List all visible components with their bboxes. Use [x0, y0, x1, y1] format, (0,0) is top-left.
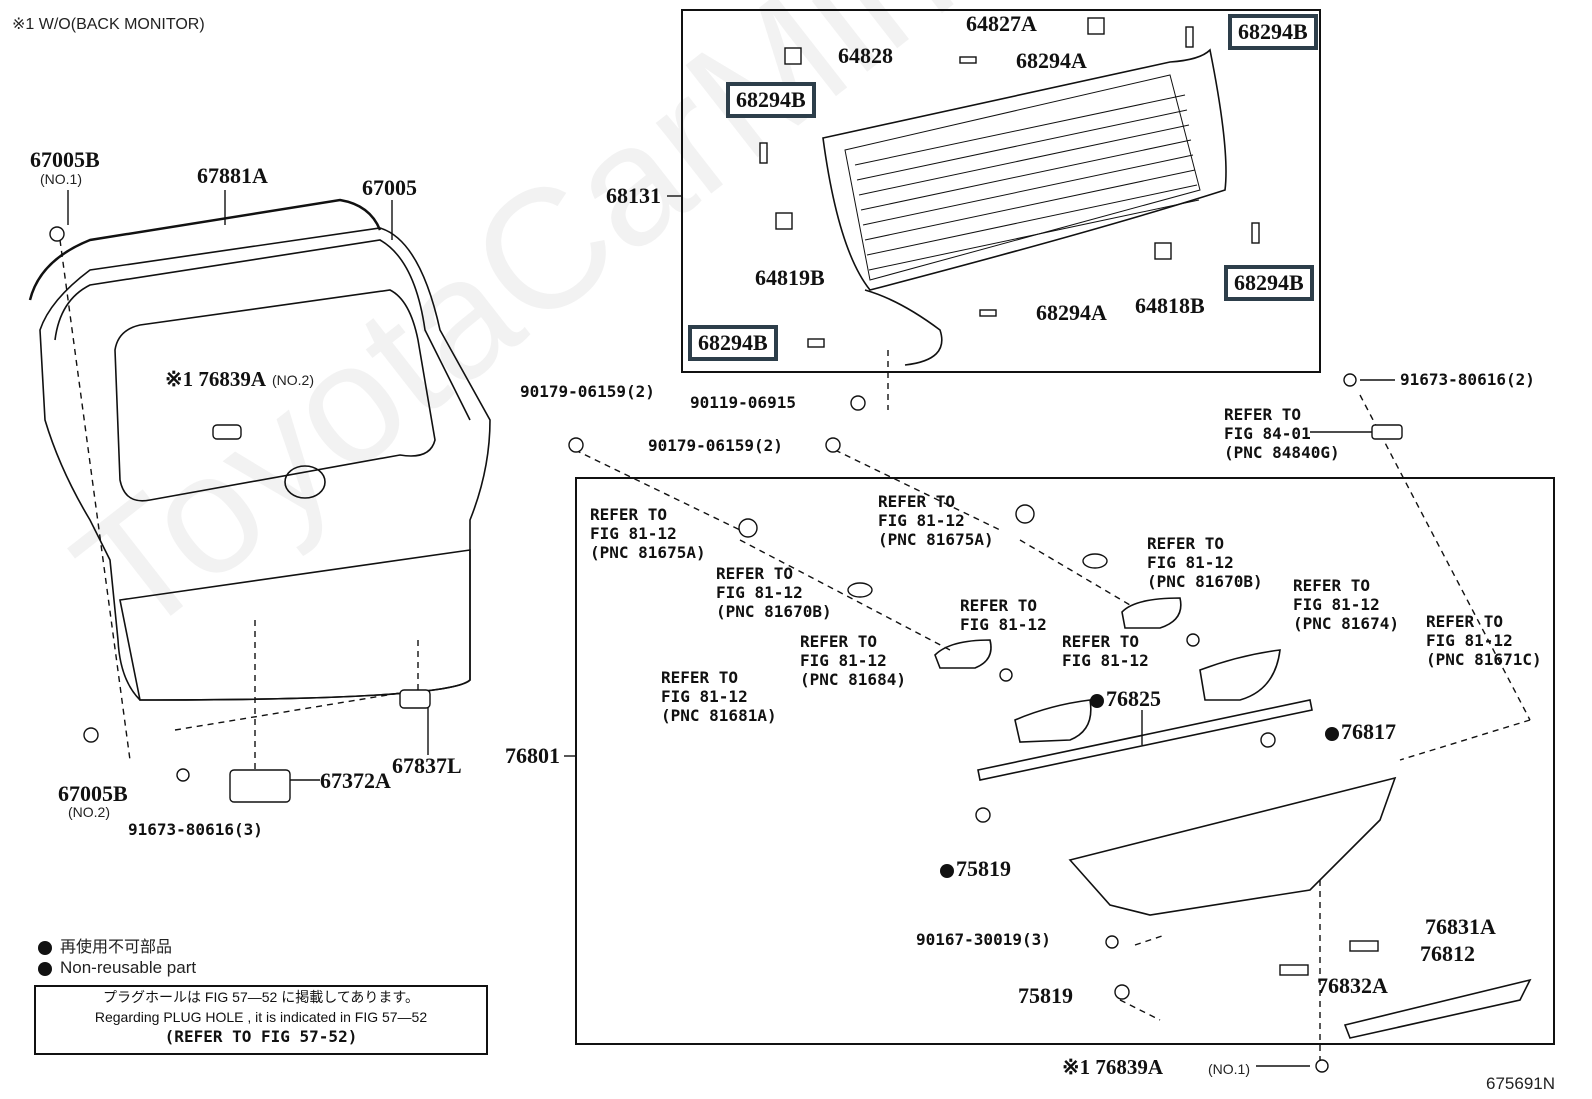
glass-group-frame [681, 9, 1321, 373]
part-label-64828[interactable]: 64828 [838, 43, 893, 68]
part-label-68131[interactable]: 68131 [606, 183, 661, 208]
part-label-75819-nonreusable[interactable]: 75819 [940, 858, 1011, 880]
part-label-76817[interactable]: 76817 [1325, 721, 1396, 743]
part-label-67005[interactable]: 67005 [362, 175, 417, 200]
plug-note-en: Regarding PLUG HOLE , it is indicated in… [94, 1009, 428, 1025]
plug-note-refer-link[interactable]: (REFER TO FIG 57-52) [164, 1027, 358, 1046]
refer-pnc-81675A-right[interactable]: REFER TO FIG 81-12 (PNC 81675A) [878, 492, 994, 549]
refer-pnc-81684[interactable]: REFER TO FIG 81-12 (PNC 81684) [800, 632, 906, 689]
molding-76812 [1343, 978, 1532, 1039]
refer-pnc-81675A-left[interactable]: REFER TO FIG 81-12 (PNC 81675A) [590, 505, 706, 562]
back-window-glass [822, 48, 1227, 291]
legend-non-reusable-jp: 再使用不可部品 [38, 933, 172, 957]
refer-pnc-81681A[interactable]: REFER TO FIG 81-12 (PNC 81681A) [661, 668, 777, 725]
part-label-75819[interactable]: 75819 [1018, 983, 1073, 1008]
refer-pnc-81670B-left[interactable]: REFER TO FIG 81-12 (PNC 81670B) [716, 564, 832, 621]
part-label-76825[interactable]: 76825 [1090, 688, 1161, 710]
part-label-76812[interactable]: 76812 [1420, 941, 1475, 966]
part-label-67837L[interactable]: 67837L [392, 753, 462, 778]
part-label-76801[interactable]: 76801 [505, 743, 560, 768]
part-label-91673-80616-2[interactable]: 91673-80616(2) [1400, 370, 1535, 389]
lamp-right [1199, 649, 1281, 701]
part-label-64827A[interactable]: 64827A [966, 11, 1037, 36]
part-sub-67005B-no1: (NO.1) [40, 171, 82, 187]
part-label-67005B-no2[interactable]: 67005B [58, 781, 128, 806]
part-label-90179-06159-b[interactable]: 90179-06159(2) [648, 436, 783, 455]
part-label-67372A[interactable]: 67372A [320, 768, 391, 793]
part-label-67881A[interactable]: 67881A [197, 163, 268, 188]
part-label-91673-80616-3[interactable]: 91673-80616(3) [128, 820, 263, 839]
non-reusable-dot-icon [940, 863, 954, 878]
refer-pnc-81670B-right[interactable]: REFER TO FIG 81-12 (PNC 81670B) [1147, 534, 1263, 591]
non-reusable-dot-icon [38, 940, 52, 955]
part-sub-76839A-no1: (NO.1) [1208, 1061, 1250, 1077]
defogger-lines [854, 94, 1200, 271]
part-label-68294A-top[interactable]: 68294A [1016, 48, 1087, 73]
part-label-67005B-no1[interactable]: 67005B [30, 147, 100, 172]
legend-non-reusable-en: Non-reusable part [38, 958, 196, 978]
part-label-90179-06159-a[interactable]: 90179-06159(2) [520, 382, 655, 401]
garnish-group-frame [575, 477, 1555, 1045]
part-label-90167-30019-3[interactable]: 90167-30019(3) [916, 930, 1051, 949]
refer-screw-lower[interactable]: REFER TO FIG 81-12 [1062, 632, 1149, 670]
part-sub-67005B-no2: (NO.2) [68, 804, 110, 820]
highlighted-part-68294B-top-right[interactable]: 68294B [1228, 14, 1318, 51]
part-label-76831A[interactable]: 76831A [1425, 914, 1496, 939]
part-label-64818B[interactable]: 64818B [1135, 293, 1205, 318]
highlighted-part-68294B-right[interactable]: 68294B [1224, 265, 1314, 302]
footnote-back-monitor: ※1 W/O(BACK MONITOR) [12, 16, 205, 33]
molding-76825 [977, 699, 1313, 781]
highlighted-part-68294B-bottom-left[interactable]: 68294B [688, 325, 778, 362]
non-reusable-dot-icon [1325, 726, 1339, 741]
part-label-76839A-no2[interactable]: ※1 76839A [165, 367, 267, 391]
back-door-panel [39, 227, 491, 701]
part-label-76839A-no1[interactable]: ※1 76839A [1062, 1055, 1164, 1079]
figure-id: 675691N [1486, 1074, 1556, 1093]
garnish-76801 [1068, 776, 1397, 916]
refer-pnc-81671C[interactable]: REFER TO FIG 81-12 (PNC 81671C) [1426, 612, 1542, 669]
part-label-90119-06915[interactable]: 90119-06915 [690, 393, 796, 412]
lamp-left [1014, 699, 1092, 743]
plug-hole-note: プラグホールは FIG 57—52 に掲載してあります。 Regarding P… [34, 985, 488, 1055]
non-reusable-dot-icon [38, 961, 52, 976]
refer-fig-84-01-pnc-84840G[interactable]: REFER TO FIG 84-01 (PNC 84840G) [1224, 405, 1340, 462]
plug-note-jp: プラグホールは FIG 57—52 に掲載してあります。 [103, 989, 419, 1005]
non-reusable-dot-icon [1090, 693, 1104, 708]
part-label-64819B[interactable]: 64819B [755, 265, 825, 290]
refer-screw-upper[interactable]: REFER TO FIG 81-12 [960, 596, 1047, 634]
refer-pnc-81674[interactable]: REFER TO FIG 81-12 (PNC 81674) [1293, 576, 1399, 633]
highlighted-part-68294B-left[interactable]: 68294B [726, 82, 816, 119]
part-label-76832A[interactable]: 76832A [1317, 973, 1388, 998]
part-sub-76839A-no2: (NO.2) [272, 372, 314, 388]
part-label-68294A-bottom[interactable]: 68294A [1036, 300, 1107, 325]
